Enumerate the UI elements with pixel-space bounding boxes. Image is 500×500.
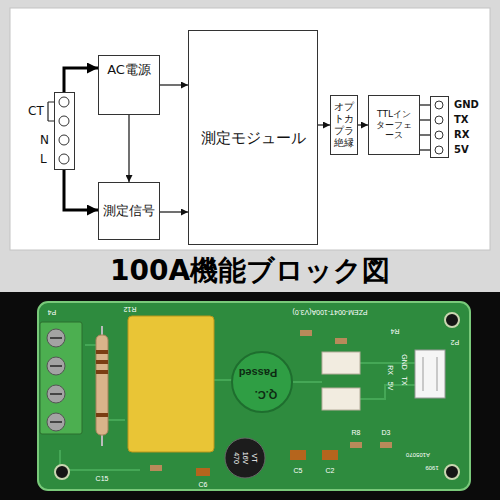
- smd-part: [380, 442, 392, 448]
- terminal-label: N: [40, 133, 49, 147]
- connector-line: [420, 134, 430, 135]
- smd-part: [150, 465, 162, 471]
- silkscreen-text: C15: [96, 475, 109, 482]
- terminal-block: [40, 322, 82, 434]
- interface-box: TTLインターフェース: [368, 95, 420, 155]
- frame-ground: [0, 0, 500, 292]
- terminal-pin: [435, 146, 443, 154]
- electrolytic-capacitor: [225, 438, 265, 478]
- terminal-pin: [435, 116, 443, 124]
- output-connector: GND TX RX 5V: [430, 96, 492, 158]
- silkscreen-text: C6: [199, 481, 208, 488]
- pin-name: GND: [454, 99, 479, 111]
- terminal-pin: [59, 154, 69, 164]
- terminal-symbol: [28, 92, 78, 170]
- silkscreen-text: TX: [401, 377, 408, 386]
- module-box: 測定モジュール: [188, 30, 318, 245]
- silkscreen-text: D3: [382, 429, 391, 436]
- silkscreen-text: A105070: [406, 452, 430, 458]
- resistor-symbol: [96, 335, 108, 435]
- silkscreen-text: R12: [124, 306, 137, 313]
- film-capacitor: [128, 316, 214, 452]
- box-label: AC電源: [107, 62, 151, 78]
- box-label: TTLインターフェース: [374, 109, 414, 141]
- qc-sticker: [232, 352, 292, 412]
- terminal-label: L: [40, 152, 47, 166]
- optocoupler: [322, 388, 360, 410]
- connector-line: [358, 124, 368, 125]
- pcb-board: [38, 302, 470, 490]
- terminal-pin: [435, 101, 443, 109]
- optocoupler: [322, 352, 360, 374]
- smd-part: [300, 330, 312, 336]
- terminal-pin: [59, 97, 69, 107]
- process-box: 測定信号: [98, 182, 160, 240]
- silkscreen-text: GND: [401, 354, 408, 370]
- connector-line: [160, 211, 188, 212]
- diagram-title: 100A機能ブロック図: [0, 253, 500, 289]
- mounting-hole: [445, 465, 459, 479]
- pin-name: 5V: [454, 144, 469, 156]
- smd-part: [335, 338, 347, 344]
- silkscreen-text: 16V: [242, 452, 249, 464]
- terminal-housing: [431, 97, 449, 158]
- tantalum-capacitor: [290, 450, 306, 460]
- silkscreen-text: R4: [391, 328, 400, 335]
- silkscreen-text: R8: [352, 429, 361, 436]
- tantalum-capacitor: [196, 468, 210, 476]
- terminal-pin: [435, 131, 443, 139]
- mounting-hole: [445, 313, 459, 327]
- screw-slot: [50, 338, 62, 422]
- terminal-label: CT: [28, 104, 44, 118]
- silkscreen-text: C5: [294, 467, 303, 474]
- connector-line: [160, 84, 188, 85]
- box-label: 測定信号: [103, 203, 155, 219]
- silkscreen-text: P2: [451, 339, 460, 346]
- connector-line: [420, 149, 430, 150]
- silkscreen-text: 5V: [387, 382, 394, 391]
- silkscreen-text: VT: [251, 454, 258, 463]
- thick-arrow: [64, 68, 98, 92]
- connector-line: [318, 124, 330, 125]
- mounting-hole: [55, 465, 69, 479]
- pin-name: RX: [454, 129, 469, 141]
- smd-part: [350, 442, 362, 448]
- connector-line: [420, 104, 430, 105]
- resistor-band: [96, 352, 108, 415]
- terminal-pin: [59, 116, 69, 126]
- input-terminal: CT NL: [28, 92, 78, 170]
- silkscreen-text: RX: [387, 365, 394, 375]
- silkscreen-text: Q.C.: [255, 389, 278, 400]
- silkscreen-text: 470: [233, 452, 240, 464]
- box-label: オプトカプラ絶縁: [334, 101, 354, 149]
- silkscreen-text: 1909: [425, 465, 438, 471]
- terminal-pin: [59, 135, 69, 145]
- photo-ground: [0, 292, 500, 500]
- header-pins: [423, 357, 437, 391]
- thick-arrow: [64, 170, 98, 210]
- tantalum-capacitor: [322, 450, 338, 460]
- isolation-box: オプトカプラ絶縁: [330, 95, 358, 155]
- box-label: 測定モジュール: [201, 129, 306, 147]
- silkscreen-text: PZEM-004T-100A(V3.0): [292, 309, 367, 316]
- connector-line: [420, 119, 430, 120]
- pin-header: [415, 350, 445, 398]
- process-box: AC電源: [98, 55, 160, 115]
- silkscreen-text: C2: [326, 467, 335, 474]
- silkscreen-text: P4: [48, 309, 57, 316]
- diagram-panel: [10, 8, 490, 250]
- connector-line: [128, 115, 129, 182]
- silkscreen-text: Passed: [239, 367, 278, 378]
- pin-name: TX: [454, 114, 469, 126]
- terminal-housing: [55, 93, 75, 170]
